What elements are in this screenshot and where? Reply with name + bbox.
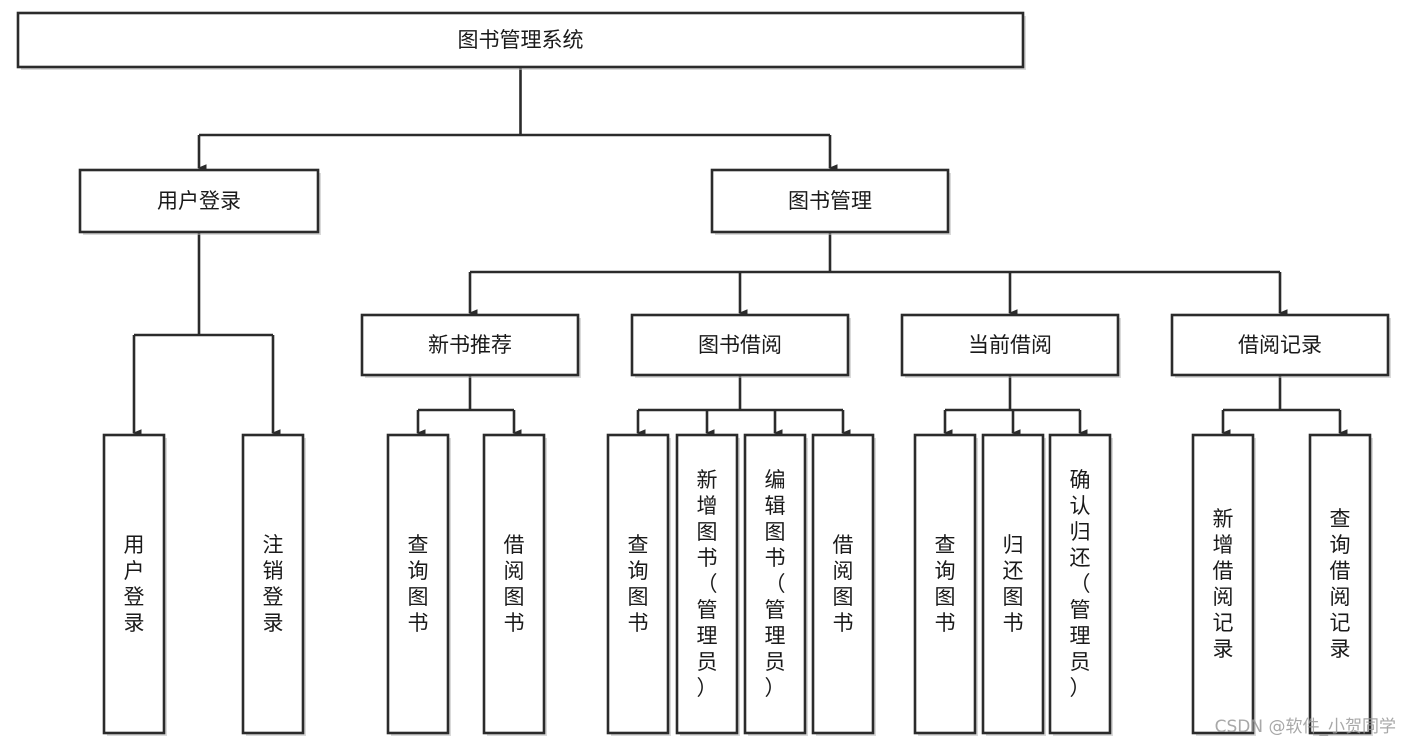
node-leaf-edit-book[interactable]: 编辑图书（管理员）: [743, 433, 808, 736]
node-label: 借阅图书: [504, 533, 525, 635]
node-rect[interactable]: [981, 433, 1045, 735]
node-label: 新增图书（管理员）: [697, 468, 718, 700]
node-label: 查询图书: [935, 533, 956, 635]
node-label: 借阅记录: [1238, 333, 1322, 357]
node-user-login[interactable]: 用户登录: [78, 168, 321, 235]
node-rect[interactable]: [900, 313, 1120, 377]
node-label: 图书管理: [788, 189, 872, 213]
node-rect[interactable]: [386, 433, 450, 735]
node-leaf-add-book[interactable]: 新增图书（管理员）: [675, 433, 740, 736]
node-label: 新书推荐: [428, 333, 512, 357]
node-rect[interactable]: [1048, 433, 1112, 735]
node-rect[interactable]: [1308, 433, 1372, 735]
node-rect[interactable]: [78, 168, 320, 234]
node-leaf-borrow-book-2[interactable]: 借阅图书: [811, 433, 876, 736]
node-rect[interactable]: [1170, 313, 1390, 377]
node-rect[interactable]: [913, 433, 977, 735]
node-leaf-logout[interactable]: 注销登录: [241, 433, 306, 736]
node-label: 查询借阅记录: [1330, 507, 1351, 661]
node-leaf-query-record[interactable]: 查询借阅记录: [1308, 433, 1373, 736]
node-rect[interactable]: [241, 433, 305, 735]
edge-group-borrow-record: [1221, 375, 1348, 437]
node-label: 查询图书: [408, 533, 429, 635]
node-label: 图书管理系统: [458, 28, 584, 52]
node-leaf-return-book[interactable]: 归还图书: [981, 433, 1046, 736]
node-label: 用户登录: [124, 533, 145, 635]
node-label: 当前借阅: [968, 333, 1052, 357]
node-rect[interactable]: [1191, 433, 1255, 735]
node-rect[interactable]: [360, 313, 580, 377]
node-leaf-query-book-3[interactable]: 查询图书: [913, 433, 978, 736]
node-label: 图书借阅: [698, 333, 782, 357]
node-leaf-query-book-1[interactable]: 查询图书: [386, 433, 451, 736]
node-rect[interactable]: [606, 433, 670, 735]
node-label: 查询图书: [628, 533, 649, 635]
node-rect[interactable]: [102, 433, 166, 735]
node-leaf-confirm-return[interactable]: 确认归还（管理员）: [1048, 433, 1113, 736]
node-label: 新增借阅记录: [1213, 507, 1234, 661]
node-label: 借阅图书: [833, 533, 854, 635]
node-current-borrow[interactable]: 当前借阅: [900, 313, 1121, 378]
node-rect[interactable]: [743, 433, 807, 735]
edge-group-book-borrow: [636, 375, 851, 437]
node-rect[interactable]: [710, 168, 950, 234]
edge-group-current-borrow: [943, 375, 1088, 437]
node-rect[interactable]: [16, 11, 1025, 69]
edge-group-book-manage: [468, 232, 1288, 317]
node-leaf-user-login[interactable]: 用户登录: [102, 433, 167, 736]
node-rect[interactable]: [630, 313, 850, 377]
nodes-layer: 图书管理系统用户登录图书管理新书推荐图书借阅当前借阅借阅记录用户登录注销登录查询…: [16, 11, 1391, 736]
node-root[interactable]: 图书管理系统: [16, 11, 1026, 70]
node-rect[interactable]: [811, 433, 875, 735]
node-leaf-borrow-book-1[interactable]: 借阅图书: [482, 433, 547, 736]
node-book-manage[interactable]: 图书管理: [710, 168, 951, 235]
edges-layer: [132, 67, 1348, 437]
node-new-book-recommend[interactable]: 新书推荐: [360, 313, 581, 378]
edge-group-root: [197, 67, 838, 172]
edge-group-new-book-recommend: [416, 375, 522, 437]
node-label: 注销登录: [263, 533, 284, 635]
node-label: 用户登录: [157, 189, 241, 213]
node-rect[interactable]: [675, 433, 739, 735]
node-rect[interactable]: [482, 433, 546, 735]
node-leaf-query-book-2[interactable]: 查询图书: [606, 433, 671, 736]
node-label: 确认归还（管理员）: [1070, 468, 1091, 700]
node-leaf-add-record[interactable]: 新增借阅记录: [1191, 433, 1256, 736]
node-book-borrow[interactable]: 图书借阅: [630, 313, 851, 378]
node-label: 编辑图书（管理员）: [765, 468, 786, 700]
edge-group-user-login: [132, 232, 281, 437]
node-label: 归还图书: [1003, 533, 1024, 635]
csdn-watermark: CSDN @软件_小贺同学: [1215, 717, 1396, 737]
node-borrow-record[interactable]: 借阅记录: [1170, 313, 1391, 378]
